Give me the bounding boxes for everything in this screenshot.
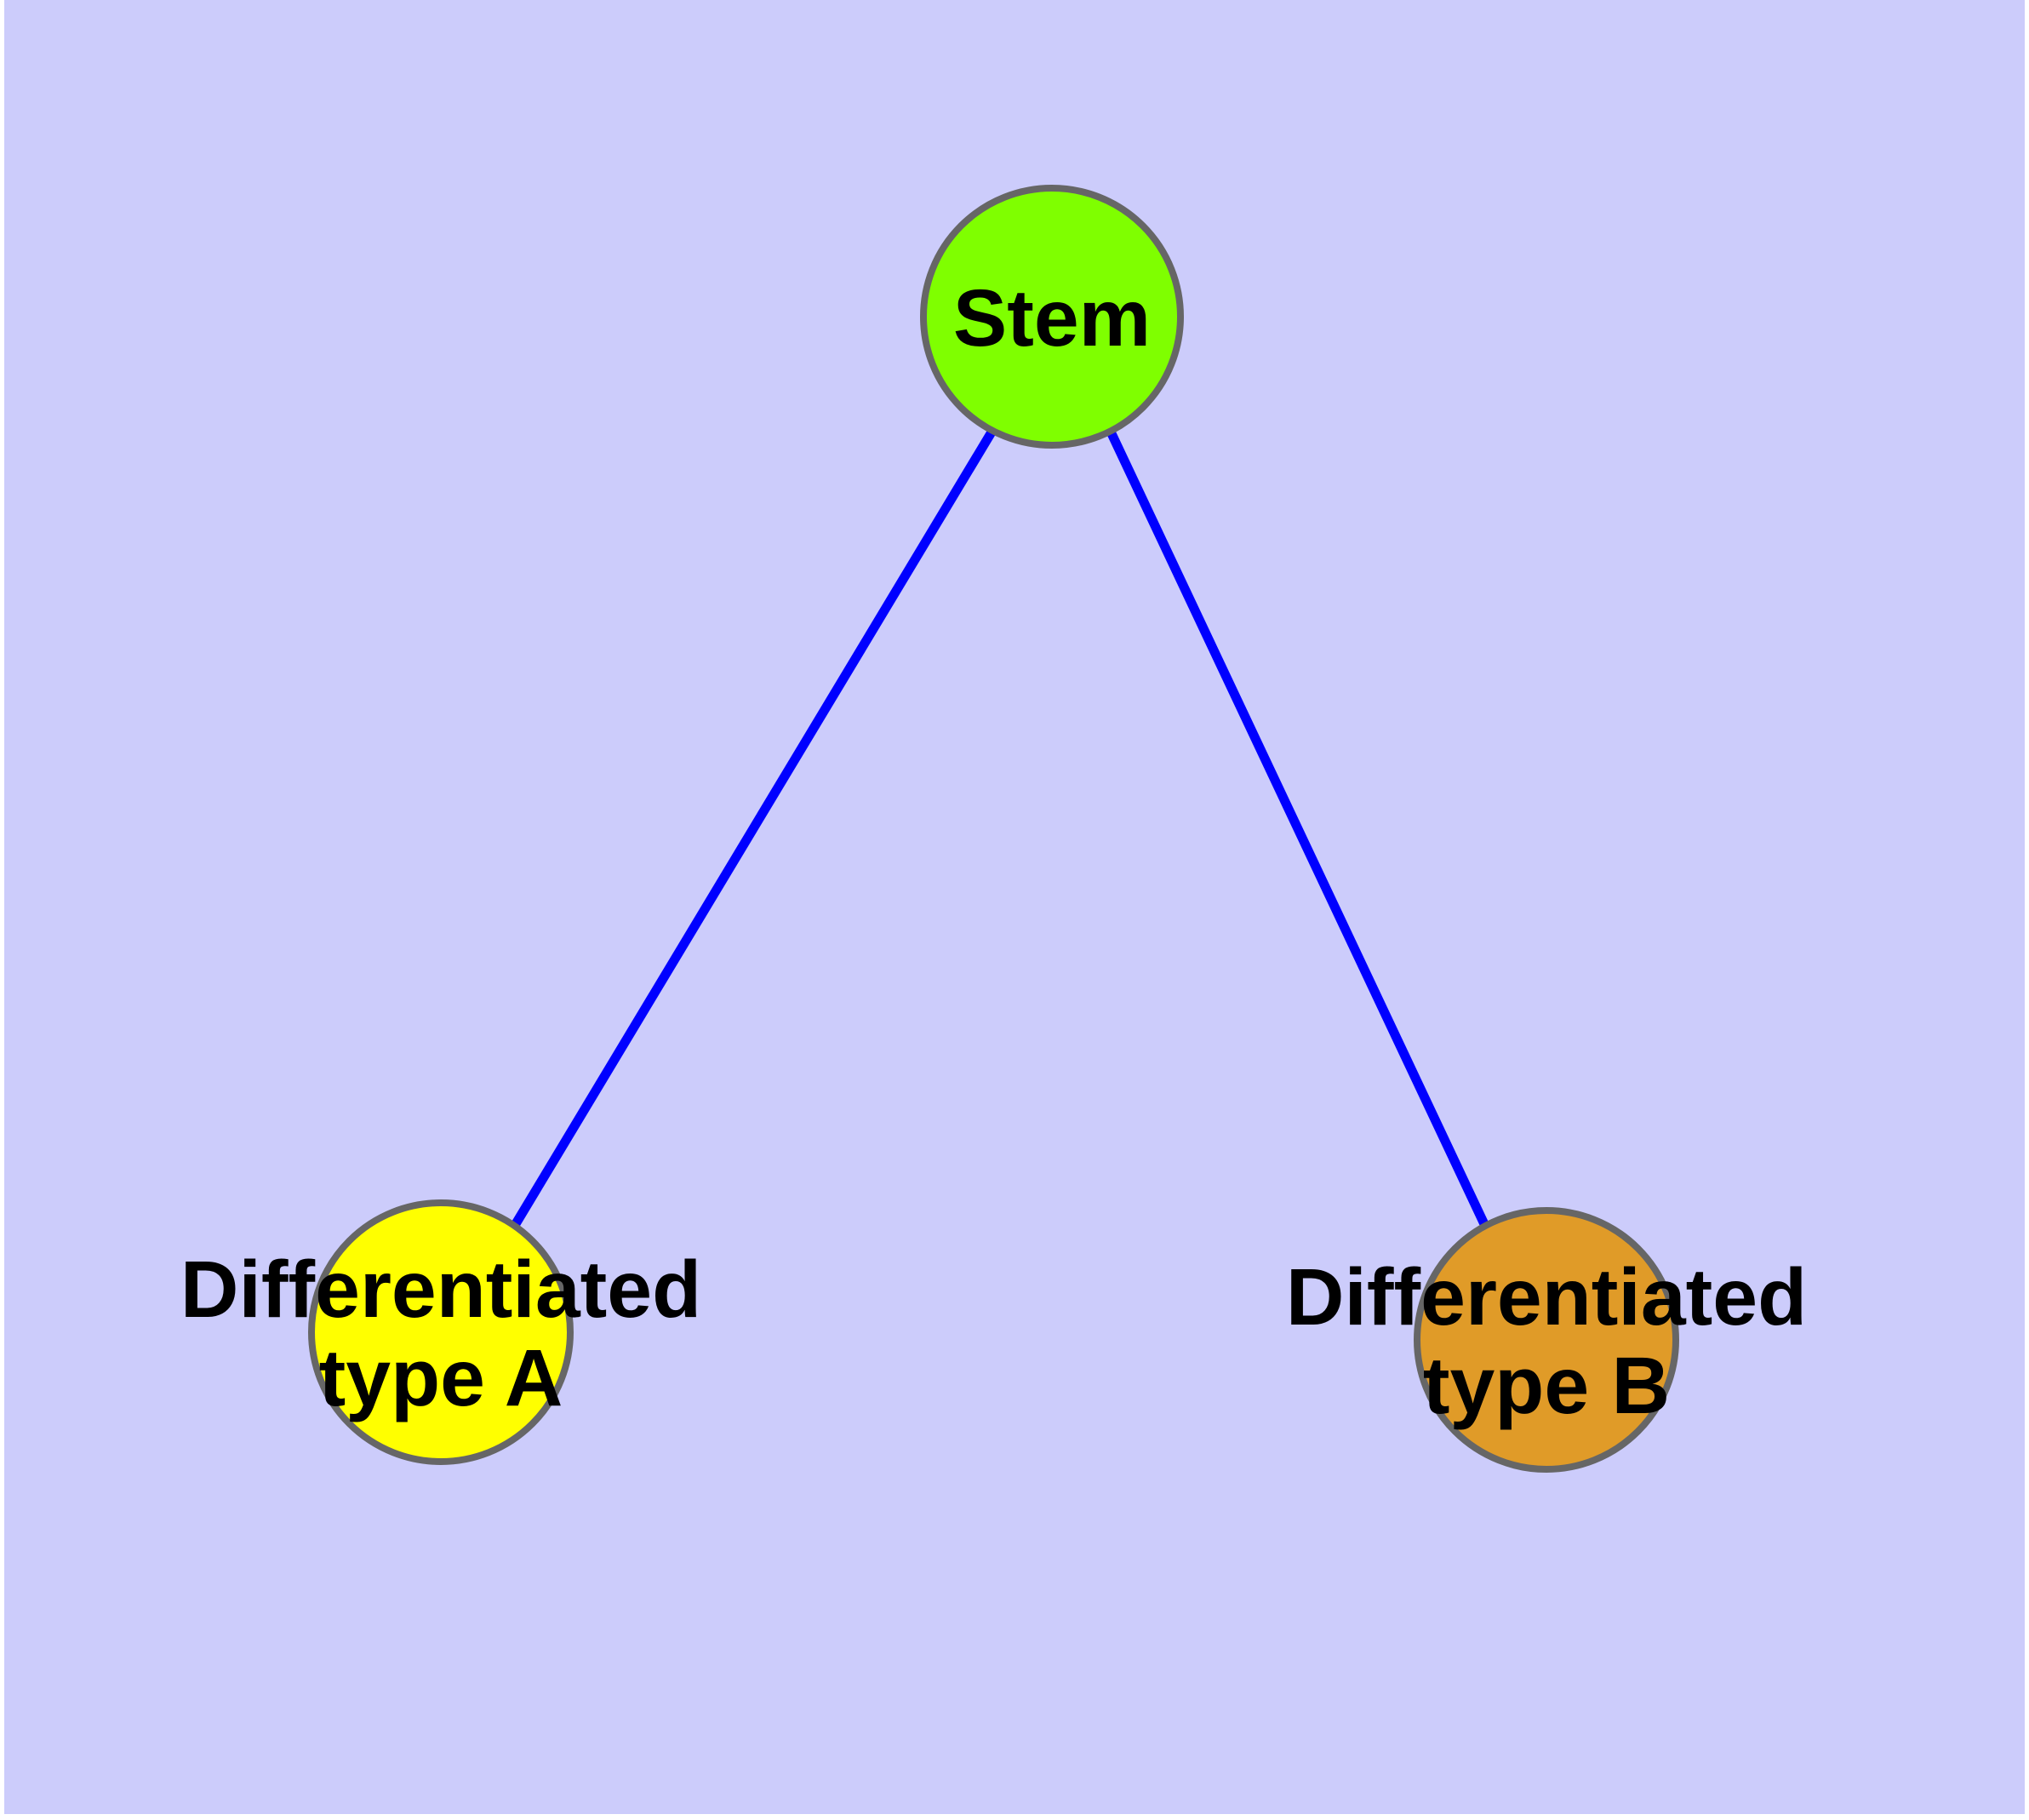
nodes-group: [308, 185, 1679, 1473]
node-differentiated-type-b-circle[interactable]: [1414, 1207, 1679, 1473]
node-stem-circle[interactable]: [920, 185, 1184, 449]
edge-stem-to-differentiated-type-b[interactable]: [1106, 427, 1489, 1227]
node-stem-label: Stem: [953, 273, 1151, 363]
edges-group: [510, 427, 1489, 1229]
edge-stem-to-differentiated-type-a[interactable]: [510, 428, 997, 1229]
node-differentiated-type-a-circle[interactable]: [308, 1199, 574, 1465]
